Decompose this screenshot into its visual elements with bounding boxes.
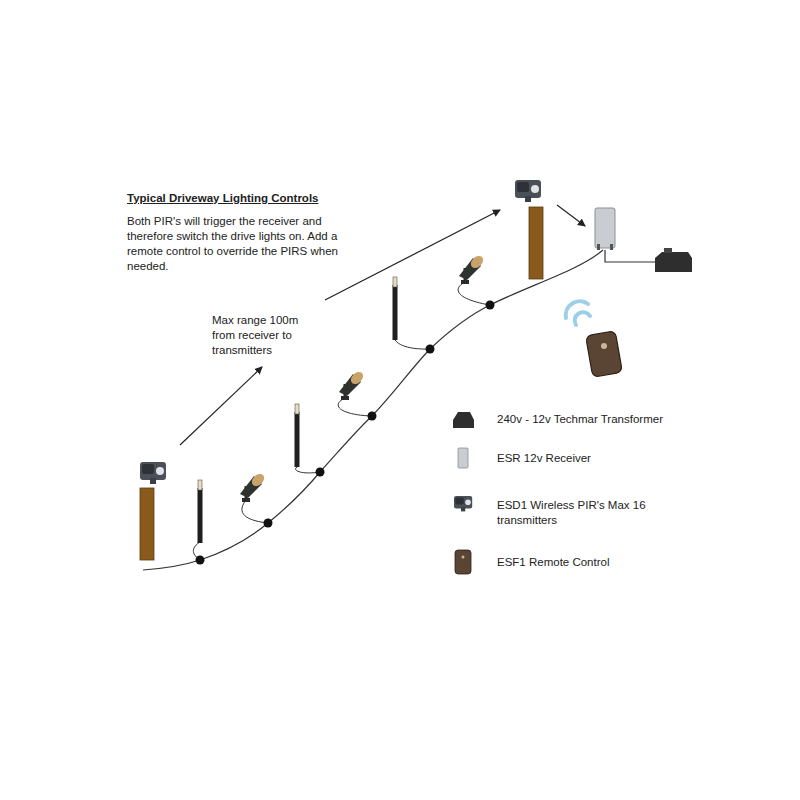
legend-text: ESF1 Remote Control: [497, 555, 677, 570]
legend-text: ESD1 Wireless PIR's Max 16 transmitters: [497, 498, 677, 528]
diagram-title: Typical Driveway Lighting Controls: [127, 191, 318, 206]
legend-text: ESR 12v Receiver: [497, 451, 677, 466]
legend-text: 240v - 12v Techmar Transformer: [497, 412, 677, 427]
description-note: Both PIR's will trigger the receiver and…: [127, 214, 349, 274]
range-note: Max range 100m from receiver to transmit…: [212, 313, 324, 358]
